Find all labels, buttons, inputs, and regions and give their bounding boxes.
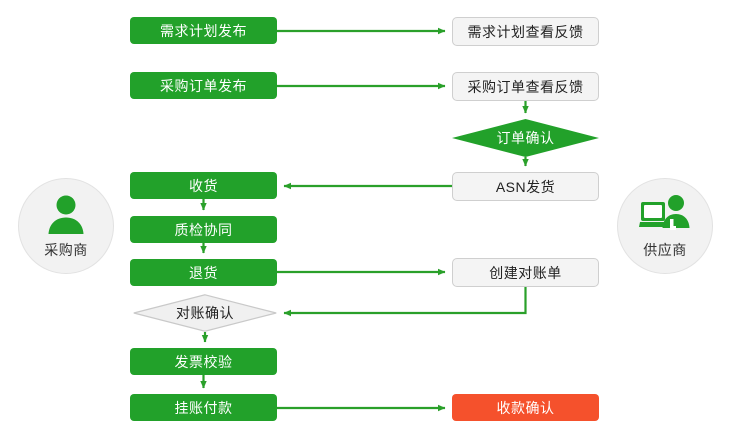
node-receipt-confirm-label: 收款确认 — [496, 399, 555, 416]
node-demand-plan-feedback-label: 需求计划查看反馈 — [467, 23, 584, 40]
node-receive-goods[interactable]: 收货 — [130, 172, 277, 199]
person-icon — [40, 192, 92, 236]
node-create-statement[interactable]: 创建对账单 — [452, 258, 599, 287]
node-po-publish-label: 采购订单发布 — [160, 77, 247, 94]
actor-supplier-label: 供应商 — [643, 242, 687, 258]
node-payable-payment[interactable]: 挂账付款 — [130, 394, 277, 421]
node-create-statement-label: 创建对账单 — [489, 264, 562, 281]
person-computer-icon — [639, 192, 691, 236]
node-invoice-verify-label: 发票校验 — [174, 353, 233, 370]
node-asn-ship[interactable]: ASN发货 — [452, 172, 599, 201]
actor-buyer-label: 采购商 — [44, 242, 88, 258]
actor-buyer[interactable]: 采购商 — [18, 178, 114, 274]
node-invoice-verify[interactable]: 发票校验 — [130, 348, 277, 375]
node-receive-goods-label: 收货 — [189, 177, 218, 194]
node-po-feedback[interactable]: 采购订单查看反馈 — [452, 72, 599, 101]
node-demand-plan-feedback[interactable]: 需求计划查看反馈 — [452, 17, 599, 46]
node-asn-ship-label: ASN发货 — [495, 178, 556, 195]
node-demand-plan-publish-label: 需求计划发布 — [160, 22, 247, 39]
node-po-feedback-label: 采购订单查看反馈 — [467, 78, 584, 95]
edge-create-statement-to-confirm — [283, 287, 527, 317]
actor-supplier[interactable]: 供应商 — [617, 178, 713, 274]
node-receipt-confirm[interactable]: 收款确认 — [452, 394, 599, 421]
node-statement-confirm[interactable]: 对账确认 — [133, 294, 277, 332]
node-return-goods[interactable]: 退货 — [130, 259, 277, 286]
node-demand-plan-publish[interactable]: 需求计划发布 — [130, 17, 277, 44]
node-quality-collab-label: 质检协同 — [174, 221, 233, 238]
node-quality-collab[interactable]: 质检协同 — [130, 216, 277, 243]
node-po-publish[interactable]: 采购订单发布 — [130, 72, 277, 99]
node-return-goods-label: 退货 — [189, 264, 218, 281]
node-payable-payment-label: 挂账付款 — [174, 399, 233, 416]
node-order-confirm[interactable]: 订单确认 — [452, 119, 599, 157]
